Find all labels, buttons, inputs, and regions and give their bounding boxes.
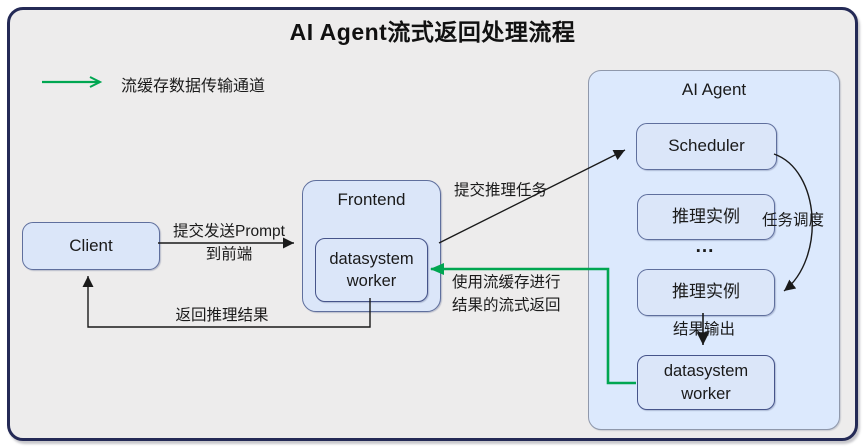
edge-label-submit-prompt-line1: 提交发送Prompt xyxy=(173,223,285,240)
diagram-title: AI Agent流式返回处理流程 xyxy=(289,19,576,45)
more-instances-ellipsis: ... xyxy=(695,236,715,257)
inference-instance-label-2: 推理实例 xyxy=(672,282,740,302)
edge-label-result-output: 结果输出 xyxy=(672,321,735,338)
edge-label-task-schedule: 任务调度 xyxy=(762,212,825,229)
edge-label-stream-return-line2: 结果的流式返回 xyxy=(452,297,561,314)
frontend-node: Frontend datasystem worker xyxy=(302,180,441,312)
scheduler-node: Scheduler xyxy=(636,123,777,170)
inference-instance-node-1: 推理实例 xyxy=(637,194,775,240)
legend-label: 流缓存数据传输通道 xyxy=(121,78,266,95)
edge-label-stream-return: 使用流缓存进行 结果的流式返回 xyxy=(452,271,561,317)
scheduler-label: Scheduler xyxy=(668,136,745,156)
ai-agent-label: AI Agent xyxy=(681,80,747,99)
edge-label-stream-return-line1: 使用流缓存进行 xyxy=(452,274,561,291)
edge-label-submit-prompt: 提交发送Prompt 到前端 xyxy=(157,220,301,266)
frontend-label: Frontend xyxy=(337,190,406,209)
frontend-datasystem-worker-node: datasystem worker xyxy=(315,238,428,302)
agent-datasystem-worker-node: datasystem worker xyxy=(637,355,775,410)
ai-agent-container: AI Agent Scheduler 推理实例 ... 推理实例 datasys… xyxy=(588,70,840,430)
client-label: Client xyxy=(69,235,113,255)
agent-datasystem-worker-label: datasystem worker xyxy=(663,362,749,403)
inference-instance-label-1: 推理实例 xyxy=(672,206,740,226)
inference-instance-node-2: 推理实例 xyxy=(637,269,775,316)
edge-label-submit-prompt-line2: 到前端 xyxy=(205,246,253,263)
client-node: Client xyxy=(22,222,160,270)
frontend-datasystem-worker-label: datasystem worker xyxy=(329,249,414,290)
edge-label-submit-task: 提交推理任务 xyxy=(454,182,548,199)
edge-label-return-result: 返回推理结果 xyxy=(175,307,269,324)
